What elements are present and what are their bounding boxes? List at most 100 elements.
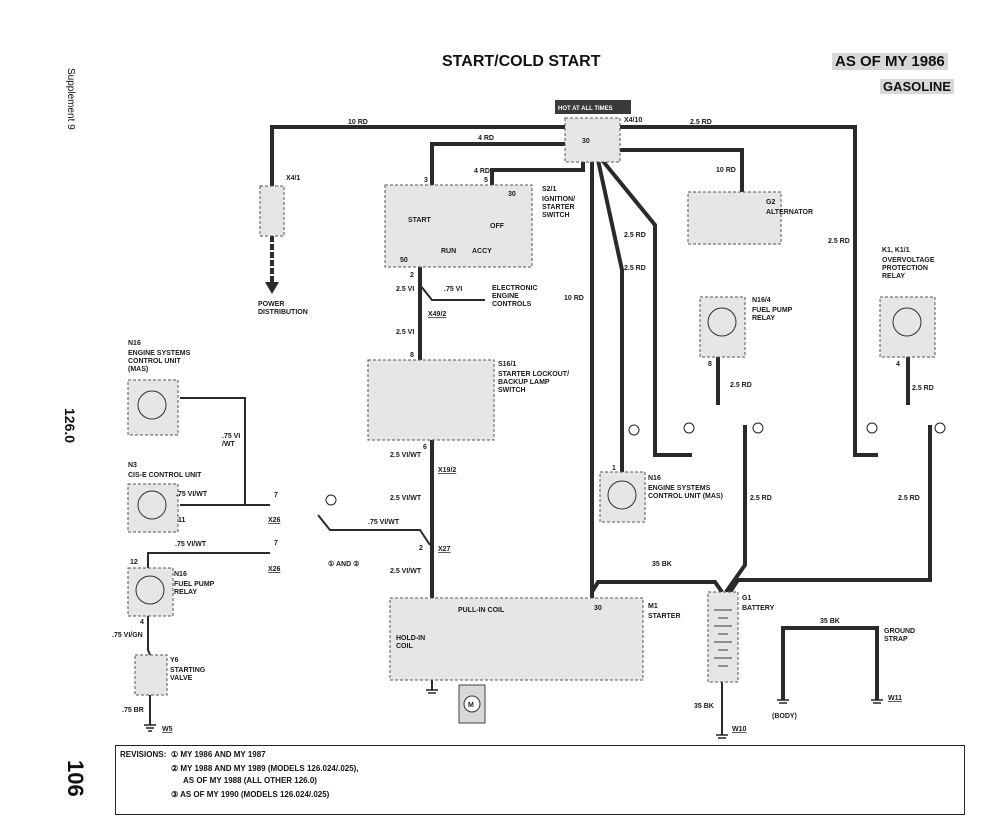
x19-2-label: X19/2 [438,467,456,474]
pin-2: 2 [410,272,414,279]
as-of-label: AS OF MY 1986 [832,53,948,70]
wire-10rd-alt-label: 10 RD [716,167,736,174]
s2-1-code: S2/1 [542,186,557,193]
n16-4-transistor-icon [707,307,737,337]
wire-25rd-b-label: 2.5 RD [624,265,646,272]
wire-fp-harness [147,552,270,568]
s16-1-lockout-switch [367,359,495,441]
g1-code: G1 [742,595,751,602]
pin-30b: 30 [508,191,516,198]
hot-at-all-times-bar [555,100,631,114]
g2-alternator [687,191,782,245]
off-position-label: OFF [490,223,505,230]
wire-4rd-a [430,142,565,185]
pin-8: 8 [410,352,414,359]
n16-4-fuel-pump-relay [699,296,746,358]
pin-3: 3 [424,177,428,184]
k1-transistor-icon [892,307,922,337]
n16-ecu-top [127,379,179,436]
g1-name: BATTERY [742,605,775,612]
pin-2b: 2 [419,545,423,552]
pin-1: 1 [612,465,616,472]
n16-b-code: N16 [174,571,187,578]
wire-25rd-ov2-label: 2.5 RD [898,495,920,502]
wire-4rd-b [490,160,585,185]
k1-code: K1, K1/1 [882,247,910,254]
n3-cis-e-unit [127,483,179,533]
wire-35bk-label: 35 BK [652,561,672,568]
revision-2b: AS OF MY 1988 (ALL OTHER 126.0) [183,776,317,785]
rev-3-marker [628,424,640,436]
wire-75viwt-n3-label: .75 VI/WT [176,491,208,498]
wire-25viwt-a-label: 2.5 VI/WT [390,452,422,459]
wire-25rd-a-label: 2.5 RD [624,232,646,239]
k1-relay [879,296,936,358]
wire-75vign-label: .75 VI/GN [112,632,143,639]
motor-symbol: M [468,702,474,709]
x27-label: X27 [438,546,451,553]
wire-25viwt-b-label: 2.5 VI/WT [390,495,422,502]
motor-icon [463,695,481,713]
y6-code: Y6 [170,657,179,664]
wire-4rd-a-label: 4 RD [478,135,494,142]
wire-10rd-mid-label: 10 RD [564,295,584,302]
revision-3: ③ AS OF MY 1990 (MODELS 126.024/.025) [171,790,330,799]
n16-fuel-pump-relay-left [127,567,174,617]
wire-75viwt-d-label: .75 VI/WT [175,541,207,548]
pin-11: 11 [178,517,186,524]
x4-10-label: X4/10 [624,117,642,124]
rev-1-marker [683,422,695,434]
pin-4b: 4 [896,361,900,368]
g2-code: G2 [766,199,775,206]
pull-in-coil-label: PULL-IN COIL [458,607,505,614]
n3-transistor-icon [137,490,167,520]
n3-code: N3 [128,462,137,469]
wire-25rd-mas [596,159,624,472]
wire-10rd-top [270,125,565,186]
n16-4-code: N16/4 [752,297,771,304]
wire-fp-to-valve [147,615,151,656]
s2-1-ignition-switch [384,184,533,268]
revision-1: ① MY 1986 AND MY 1987 [171,750,266,759]
wire-75vi-label: .75 VI [444,286,462,293]
pin-30c: 30 [594,605,602,612]
pin-6: 6 [423,444,427,451]
pin-12: 12 [130,559,138,566]
revision-2: ② MY 1988 AND MY 1989 (MODELS 126.024/.0… [171,764,359,773]
wire-35bk [590,580,724,594]
wire-25rd-ov-label: 2.5 RD [912,385,934,392]
wire-75vi [419,284,485,301]
x4-10-block [564,117,621,163]
pin-7b: 7 [274,540,278,547]
and-12-label: ① AND ② [328,560,359,568]
m1-name: STARTER [648,613,681,620]
n16-mas-unit [599,471,646,523]
hot-at-all-times-label: HOT AT ALL TIMES [558,106,613,112]
x26-b-label: X26 [268,566,281,573]
pin-30: 30 [582,138,590,145]
m1-code: M1 [648,603,658,610]
wire-25rd-top [620,125,878,457]
n16-ecu-transistor-icon [137,390,167,420]
wire-25vi-b-label: 2.5 VI [396,329,414,336]
rev-1-marker-k1 [866,422,878,434]
wire-25rd-fp [600,158,692,457]
battery-cells-icon [714,609,732,667]
n3-name: CIS-E CONTROL UNIT [128,472,202,479]
wire-75viwt-a-label: .75 VI/WT [222,433,240,448]
ground-icon [144,689,883,739]
wire-25rd-k1-label: 2.5 RD [828,238,850,245]
revisions-box: REVISIONS: ① MY 1986 AND MY 1987 ② MY 19… [115,745,965,815]
fuel-label: GASOLINE [880,79,954,94]
rev-2-marker [752,422,764,434]
